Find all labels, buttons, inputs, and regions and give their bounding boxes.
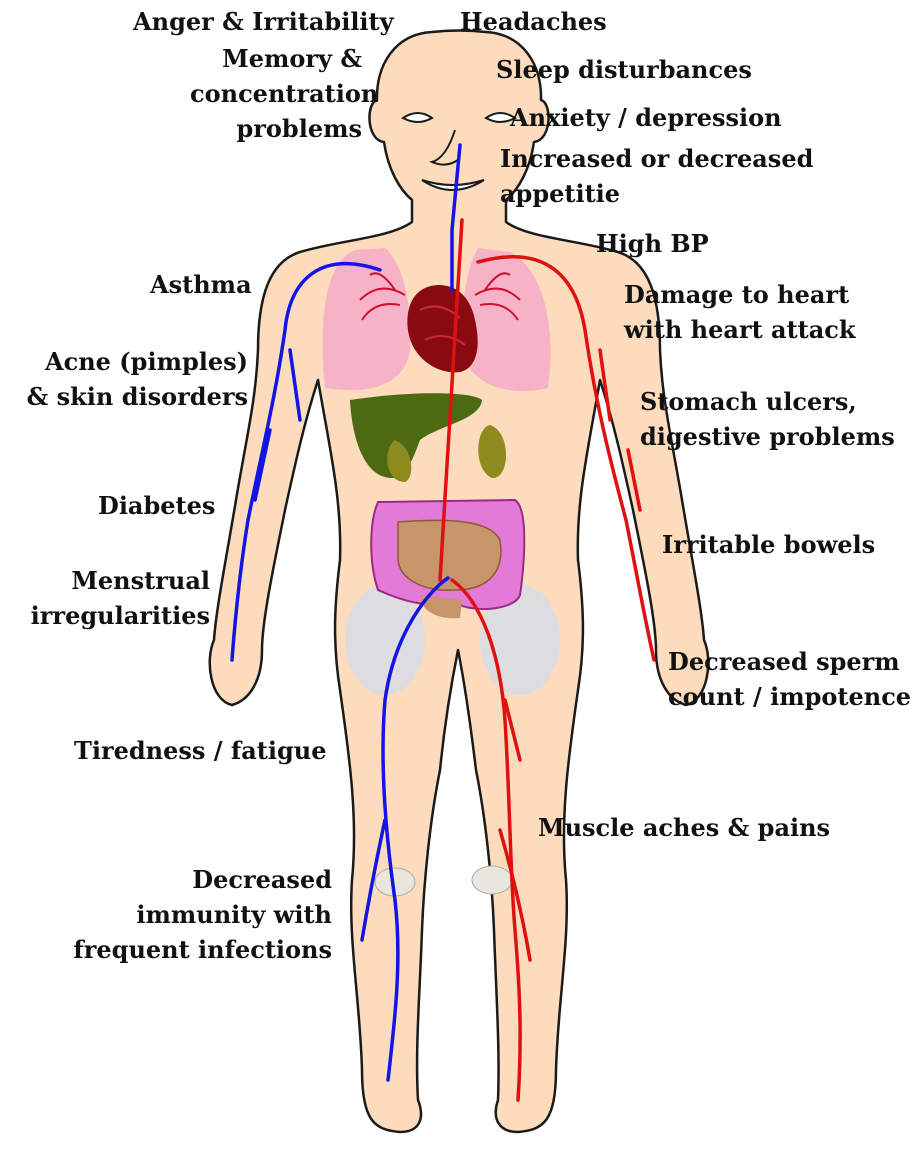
label-appetite: Increased or decreased appetitie — [500, 141, 813, 211]
label-sperm: Decreased sperm count / impotence — [668, 644, 911, 714]
label-immunity-line1: Decreased — [60, 862, 332, 897]
label-asthma: Asthma — [150, 267, 252, 302]
label-heart-line1: Damage to heart — [624, 277, 856, 312]
label-sleep: Sleep disturbances — [496, 52, 752, 87]
label-sperm-line1: Decreased sperm — [668, 644, 911, 679]
label-headaches: Headaches — [460, 4, 607, 39]
label-menstrual-line2: irregularities — [0, 598, 210, 633]
label-memory-line1: Memory & — [190, 41, 362, 76]
label-memory-line2: concentration — [190, 76, 362, 111]
label-appetite-line1: Increased or decreased — [500, 141, 813, 176]
label-diabetes: Diabetes — [98, 488, 215, 523]
label-anger: Anger & Irritability — [133, 4, 394, 39]
label-tiredness: Tiredness / fatigue — [74, 733, 326, 768]
label-heart: Damage to heart with heart attack — [624, 277, 856, 347]
label-acne-line1: Acne (pimples) — [10, 344, 248, 379]
small-intestine — [398, 520, 501, 590]
label-stomach: Stomach ulcers, digestive problems — [640, 384, 895, 454]
left-lung — [323, 248, 411, 390]
label-anxiety: Anxiety / depression — [510, 100, 782, 135]
label-immunity-line2: immunity with — [60, 897, 332, 932]
label-acne: Acne (pimples) & skin disorders — [10, 344, 248, 414]
label-bowels: Irritable bowels — [662, 527, 875, 562]
label-stomach-line1: Stomach ulcers, — [640, 384, 895, 419]
label-stomach-line2: digestive problems — [640, 419, 895, 454]
label-acne-line2: & skin disorders — [10, 379, 248, 414]
label-immunity-line3: frequent infections — [60, 932, 332, 967]
label-heart-line2: with heart attack — [624, 312, 856, 347]
right-knee — [472, 866, 512, 894]
label-memory: Memory & concentration problems — [190, 41, 362, 146]
label-sperm-line2: count / impotence — [668, 679, 911, 714]
label-appetite-line2: appetitie — [500, 176, 813, 211]
label-menstrual: Menstrual irregularities — [0, 563, 210, 633]
label-memory-line3: problems — [190, 111, 362, 146]
label-high-bp: High BP — [596, 226, 709, 261]
label-immunity: Decreased immunity with frequent infecti… — [60, 862, 332, 967]
label-muscle: Muscle aches & pains — [538, 810, 830, 845]
label-menstrual-line1: Menstrual — [0, 563, 210, 598]
